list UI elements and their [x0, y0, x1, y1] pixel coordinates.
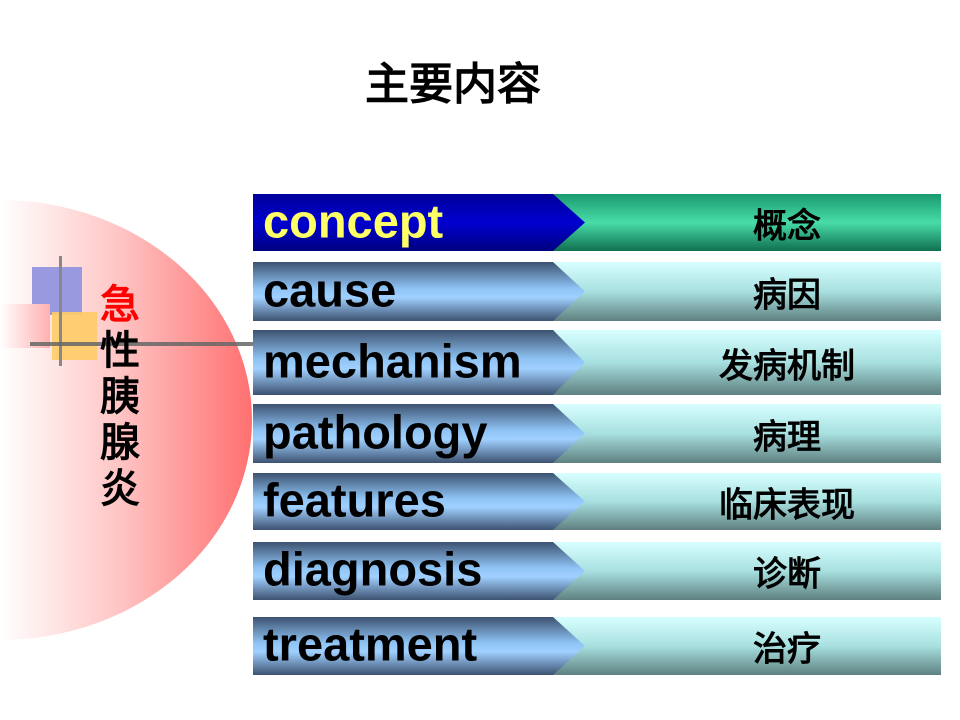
menu-row-mechanism[interactable]: 发病机制 mechanism [253, 330, 941, 395]
menu-row-features[interactable]: 临床表现 features [253, 473, 941, 530]
row-en: cause [253, 262, 585, 321]
decorative-square [0, 304, 50, 348]
decorative-line [30, 342, 255, 346]
menu-row-concept[interactable]: 概念 concept [253, 194, 941, 251]
row-en-label: diagnosis [263, 542, 483, 596]
row-en-label: mechanism [263, 333, 522, 387]
row-zh-label: 诊断 [753, 554, 821, 595]
row-zh-label: 临床表现 [719, 485, 855, 525]
row-zh-label: 治疗 [753, 629, 821, 670]
menu-row-diagnosis[interactable]: 诊断 diagnosis [253, 542, 941, 600]
row-zh: 病理 [553, 404, 941, 463]
row-en-label: concept [263, 193, 444, 247]
row-zh: 发病机制 [553, 330, 941, 395]
row-zh-label: 概念 [753, 206, 821, 246]
menu-row-treatment[interactable]: 治疗 treatment [253, 617, 941, 675]
menu-row-cause[interactable]: 病因 cause [253, 262, 941, 321]
row-en: mechanism [253, 330, 585, 395]
slide-title: 主要内容 [365, 59, 541, 110]
row-zh: 诊断 [553, 542, 941, 600]
row-en: concept [253, 194, 585, 251]
side-title-char: 急 [100, 282, 140, 328]
row-zh-label: 病理 [753, 417, 821, 457]
row-en: pathology [253, 404, 585, 463]
row-zh-label: 病因 [753, 275, 821, 315]
side-title-char: 炎 [100, 466, 140, 512]
row-en-label: pathology [263, 404, 488, 458]
side-title-char: 性 [100, 328, 140, 374]
row-zh: 病因 [553, 262, 941, 321]
row-zh-label: 发病机制 [719, 346, 855, 386]
decorative-line [59, 256, 62, 366]
row-en-label: features [263, 472, 446, 526]
row-en: features [253, 473, 585, 530]
side-title-char: 胰 [100, 374, 140, 420]
row-en: diagnosis [253, 542, 585, 600]
row-zh: 治疗 [553, 617, 941, 675]
row-zh: 临床表现 [553, 473, 941, 530]
menu-row-pathology[interactable]: 病理 pathology [253, 404, 941, 463]
row-en-label: cause [263, 262, 397, 316]
side-title: 急 性 胰 腺 炎 [92, 282, 148, 512]
row-zh: 概念 [553, 194, 941, 251]
side-title-char: 腺 [100, 420, 140, 466]
row-en: treatment [253, 617, 585, 675]
row-en-label: treatment [263, 617, 478, 671]
